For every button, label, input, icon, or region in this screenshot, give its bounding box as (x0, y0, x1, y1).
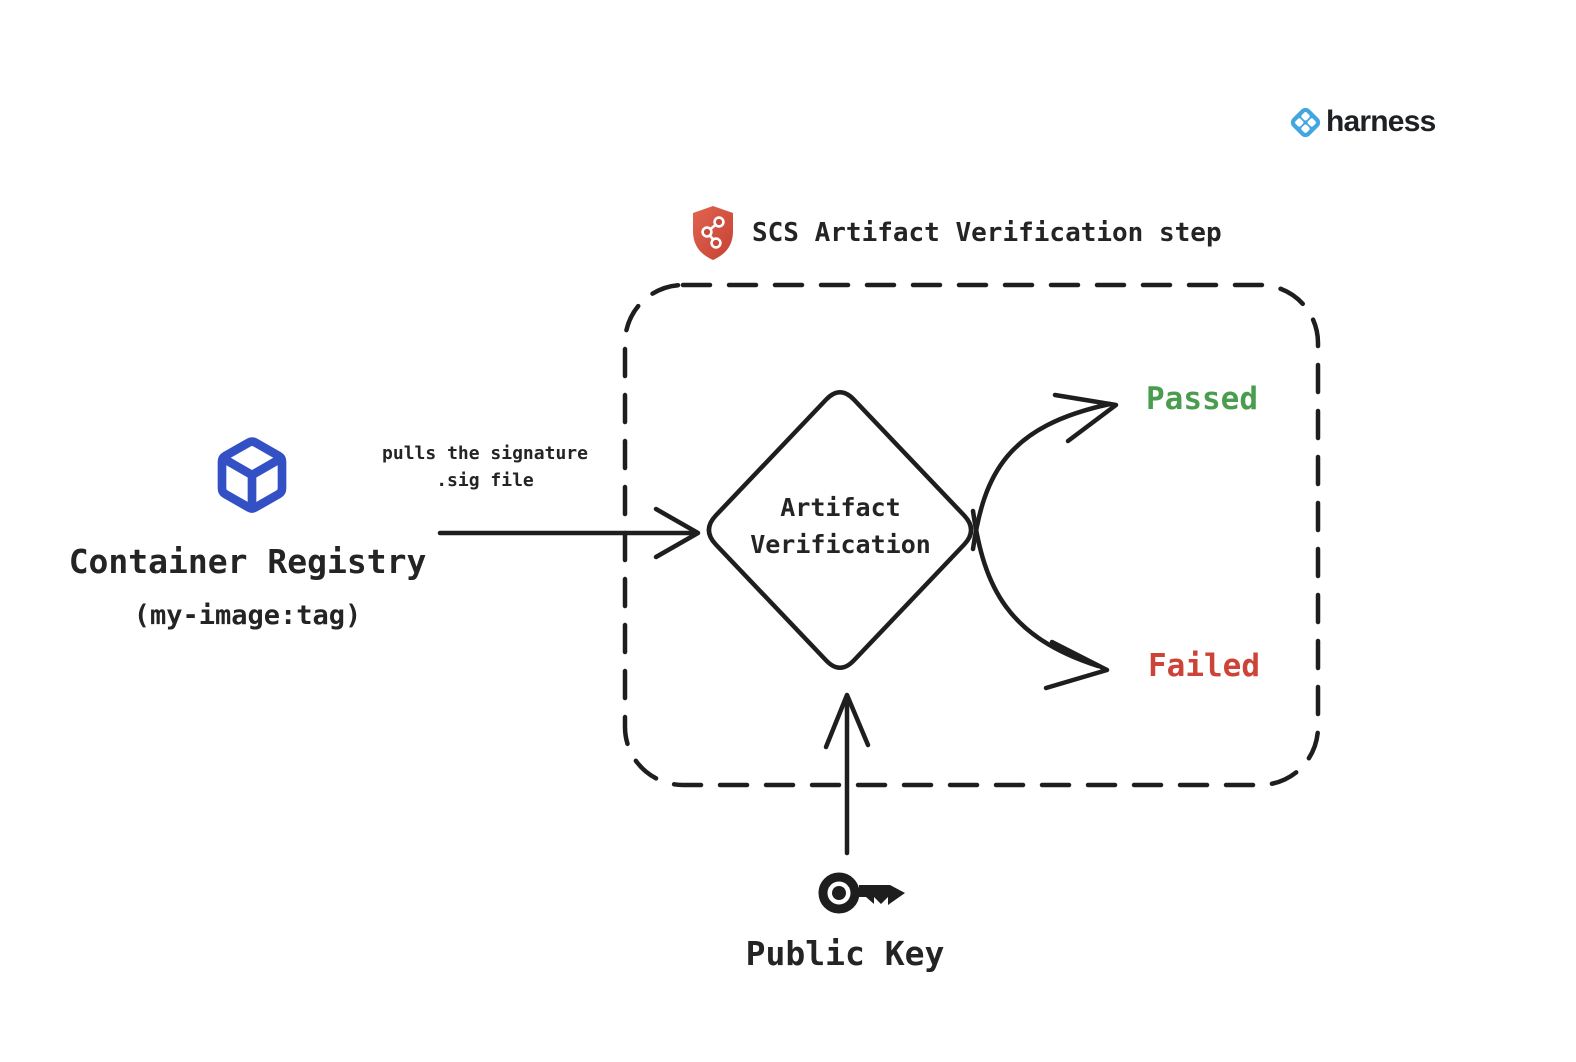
passed-arrowhead (1052, 392, 1119, 444)
step-title: SCS Artifact Verification step (752, 218, 1222, 248)
pull-signature-label-line2: .sig file (436, 470, 534, 491)
registry-to-diamond-arrowhead (653, 506, 701, 560)
container-registry-icon-wrap (212, 430, 292, 524)
artifact-verification-label-line1: Artifact (780, 493, 901, 522)
harness-logo: harness (1288, 104, 1436, 140)
passed-outcome-label: Passed (1146, 381, 1258, 417)
cube-icon (217, 437, 287, 513)
failed-outcome-label: Failed (1148, 648, 1260, 684)
public-key-icon-wrap (816, 864, 908, 924)
container-registry-image-tag: (my-image:tag) (133, 600, 362, 631)
key-icon (818, 872, 905, 914)
pull-signature-label: pulls the signature .sig file (355, 440, 615, 494)
harness-logo-icon (1290, 107, 1321, 137)
failed-curve (970, 508, 1101, 669)
artifact-verification-label-line2: Verification (750, 530, 931, 559)
container-registry-title: Container Registry (68, 542, 427, 581)
artifact-verification-label: Artifact Verification (702, 489, 979, 563)
passed-curve (970, 401, 1113, 552)
public-key-label: Public Key (745, 934, 945, 973)
failed-arrowhead (1043, 639, 1110, 691)
harness-logo-text: harness (1326, 105, 1436, 138)
scs-shield-icon (693, 206, 733, 260)
step-header: SCS Artifact Verification step (690, 204, 1222, 262)
publickey-arrowhead (823, 692, 871, 750)
pull-signature-label-line1: pulls the signature (382, 443, 588, 464)
